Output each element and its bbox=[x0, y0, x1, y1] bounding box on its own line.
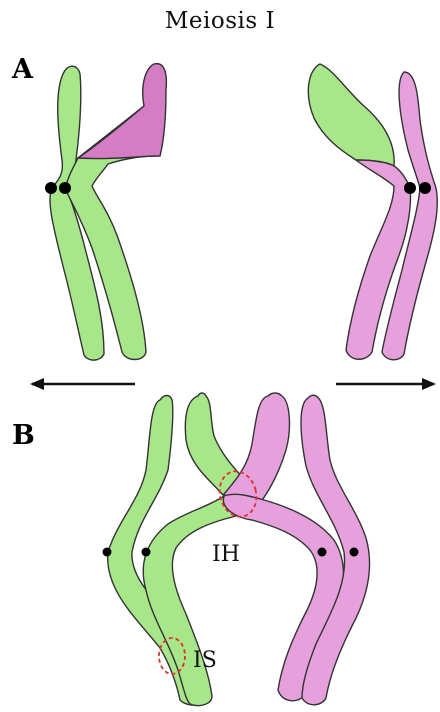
panel-a-right-pair bbox=[308, 64, 437, 360]
centromere-dot bbox=[45, 182, 57, 194]
centromere-dot bbox=[142, 548, 151, 557]
annotation-ih: IH bbox=[212, 542, 240, 567]
centromere-dot bbox=[103, 548, 112, 557]
annotation-is: IS bbox=[193, 648, 217, 673]
panel-a-left-pair bbox=[45, 64, 166, 360]
centromere-dot bbox=[404, 182, 416, 194]
chromatid-a-right-inner-top bbox=[308, 64, 394, 166]
centromere-dot bbox=[318, 548, 327, 557]
centromere-dot bbox=[350, 548, 359, 557]
centromere-dot bbox=[59, 182, 71, 194]
chromatid-a-left-inner-top bbox=[78, 64, 166, 159]
centromere-dot bbox=[419, 182, 431, 194]
